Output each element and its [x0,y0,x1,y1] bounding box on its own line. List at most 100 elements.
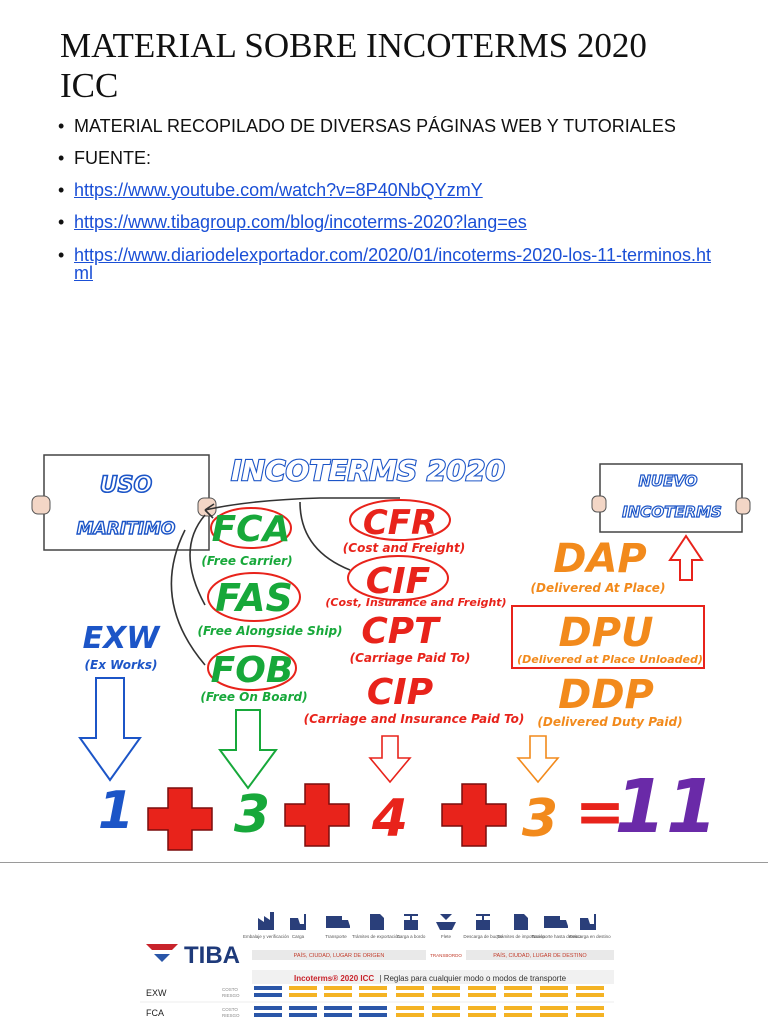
term-ddp-code: DDP [558,672,654,718]
term-exw: EXW (Ex Works) [83,621,162,672]
term-dpu: DPU (Delivered at Place Unloaded) [511,605,705,669]
bullet-item: FUENTE: [58,149,718,167]
term-fas-desc: (Free Alongside Ship) [197,624,342,638]
bullet-item: MATERIAL RECOPILADO DE DIVERSAS PÁGINAS … [58,116,718,136]
step-label: Carga a bordo [397,934,426,939]
equation-equals: = [575,777,625,847]
connector-arrows [170,497,400,666]
tibagroup-link[interactable]: https://www.tibagroup.com/blog/incoterms… [74,212,527,232]
term-cfr-desc: (Cost and Freight) [343,541,465,555]
document-icon [514,914,528,930]
diariodelexportador-link[interactable]: https://www.diariodelexportador.com/2020… [74,245,711,283]
plus-icon [441,783,507,847]
term-fob: FOB (Free On Board) [200,645,308,704]
term-cip-desc: (Carriage and Insurance Paid To) [304,712,525,726]
unload-icon [476,914,490,930]
row-cells [254,986,604,997]
ship-plane-icon [436,914,456,930]
truck-icon [326,916,350,928]
illustration-header: INCOTERMS 2020 [231,454,505,487]
slide-2: TIBA Embalaje y verificación Carga Trans… [0,880,768,1024]
down-arrow-red-icon [368,735,412,784]
slide-title-line-1: MATERIAL SOBRE INCOTERMS 2020 [60,26,647,65]
equation-n4: 3 [522,789,558,849]
row-term: FCA [146,1008,164,1018]
term-cpt: CPT (Carriage Paid To) [350,611,471,665]
tiba-brand: TIBA [184,942,240,969]
equation-n2: 3 [234,785,270,845]
up-arrow-icon [668,534,704,581]
destination-label: PAÍS, CIUDAD, LUGAR DE DESTINO [493,952,587,959]
sign-uso-maritimo: USO MARITIMO [31,454,217,551]
row-sub: COSTO [222,1007,238,1012]
slide-1: MATERIAL SOBRE INCOTERMS 2020 ICC MATERI… [0,0,768,862]
row-sub: RIESGO [222,993,240,998]
term-dpu-desc: (Delivered at Place Unloaded) [517,653,703,666]
crane-icon [404,914,418,930]
term-fob-code: FOB [211,650,294,691]
term-dap-code: DAP [553,536,646,582]
term-fca: FCA (Free Carrier) [201,507,293,568]
term-dpu-code: DPU [559,610,654,656]
step-labels: Embalaje y verificación Carga Transporte… [243,934,611,939]
row-term: EXW [146,988,167,998]
illustration-svg: INCOTERMS 2020 USO MARITIMO NUEVO INCOTE… [31,453,751,851]
term-ddp-desc: (Delivered Duty Paid) [537,715,682,729]
equation-n1: 1 [98,781,134,841]
forklift-icon [290,914,306,930]
transit-label: TRANSBORDO [430,953,462,958]
step-label: Transporte hasta destino [531,934,581,939]
down-arrow-blue-icon [78,677,142,782]
equation-total: 11 [615,764,718,850]
sign-nuevo-incoterms: NUEVO INCOTERMS [591,463,751,533]
term-dap: DAP (Delivered At Place) [531,534,704,595]
sign-left-line-1: USO [100,473,152,498]
step-label: Flete [441,934,452,939]
term-fob-desc: (Free On Board) [200,690,307,704]
table-row: FCA COSTO RIESGO [146,1006,604,1018]
row-sub: COSTO [222,987,238,992]
step-label: Embalaje y verificación [243,934,290,939]
step-label: Transporte [325,934,347,939]
origin-label: PAÍS, CIUDAD, LUGAR DE ORIGEN [294,952,385,959]
step-label: Descarga en destino [569,934,611,939]
term-cfr: CFR (Cost and Freight) [343,499,465,555]
youtube-link[interactable]: https://www.youtube.com/watch?v=8P40NbQY… [74,180,483,200]
truck-icon [544,916,568,928]
term-cpt-code: CPT [361,611,441,652]
plus-icon [284,783,350,847]
term-cfr-code: CFR [363,503,437,543]
bullet-item: https://www.tibagroup.com/blog/incoterms… [58,212,718,232]
slide-title: MATERIAL SOBRE INCOTERMS 2020 ICC [60,26,740,106]
factory-icon [258,912,274,930]
table-title: Incoterms® 2020 ICC | Reglas para cualqu… [294,974,567,983]
table-title-main: Incoterms® 2020 ICC [294,974,374,983]
bullet-item: https://www.diariodelexportador.com/2020… [58,246,718,282]
sign-left-line-2: MARITIMO [77,519,176,539]
bullet-item: https://www.youtube.com/watch?v=8P40NbQY… [58,180,718,200]
slide-title-line-2: ICC [60,66,119,105]
step-label: Carga [292,934,305,939]
term-cpt-desc: (Carriage Paid To) [350,651,471,665]
term-fca-code: FCA [212,509,291,550]
sign-right-line-2: INCOTERMS [622,503,722,521]
row-sub: RIESGO [222,1013,240,1018]
term-fas-code: FAS [215,576,293,620]
step-label: Trámites de exportación [352,934,401,939]
term-dap-desc: (Delivered At Place) [531,581,666,595]
bullet-list: MATERIAL RECOPILADO DE DIVERSAS PÁGINAS … [58,116,718,297]
slide-divider [0,862,768,863]
term-cip-code: CIP [367,672,433,713]
term-fas: FAS (Free Alongside Ship) [197,572,343,638]
step-label: Descarga de buque [463,934,503,939]
term-cip: CIP (Carriage and Insurance Paid To) [304,672,525,726]
bullet-text: MATERIAL RECOPILADO DE DIVERSAS PÁGINAS … [74,116,676,136]
equation: 1 3 4 3 = 11 [98,764,718,851]
tiba-logo: TIBA [146,942,240,969]
term-exw-code: EXW [83,621,162,656]
table-row: EXW COSTO RIESGO [146,986,604,998]
incoterms-illustration: INCOTERMS 2020 USO MARITIMO NUEVO INCOTE… [0,440,768,860]
table-title-sub: | Reglas para cualquier modo o modos de … [379,974,566,983]
step-icons [258,912,596,930]
down-arrow-green-icon [218,709,278,790]
